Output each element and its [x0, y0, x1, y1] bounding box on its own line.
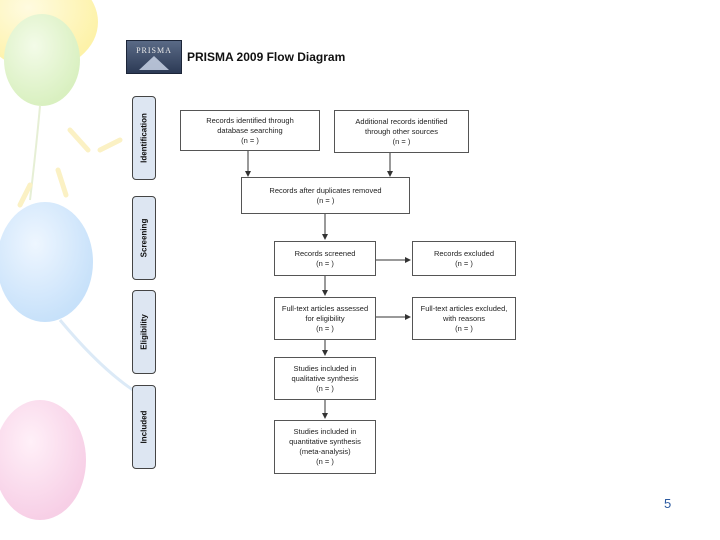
logo-text: PRISMA — [136, 46, 172, 55]
diagram-title: PRISMA 2009 Flow Diagram — [187, 50, 346, 64]
box-fulltext-excluded: Full-text articles excluded, with reason… — [412, 297, 516, 340]
box-fulltext-assessed: Full-text articles assessed for eligibil… — [274, 297, 376, 340]
box-database-records: Records identified through database sear… — [180, 110, 320, 151]
sun-rays — [17, 127, 123, 208]
stage-label: Eligibility — [139, 314, 149, 350]
blue-balloon — [0, 202, 151, 402]
pink-balloon — [0, 400, 86, 520]
box-records-screened: Records screened (n = ) — [274, 241, 376, 276]
stage-label: Included — [139, 410, 149, 444]
green-balloon — [4, 14, 80, 201]
stage-label: Screening — [139, 218, 149, 258]
box-other-source-records: Additional records identified through ot… — [334, 110, 469, 153]
logo-triangle-icon — [139, 56, 169, 70]
box-qualitative-synthesis: Studies included in qualitative synthesi… — [274, 357, 376, 400]
box-records-excluded: Records excluded (n = ) — [412, 241, 516, 276]
stage-eligibility: Eligibility — [132, 290, 156, 374]
page-number: 5 — [664, 496, 672, 511]
box-quantitative-synthesis: Studies included in quantitative synthes… — [274, 420, 376, 474]
stage-label: Identification — [139, 113, 149, 163]
box-after-duplicates: Records after duplicates removed (n = ) — [241, 177, 410, 214]
prisma-logo: PRISMA — [126, 40, 182, 74]
stage-screening: Screening — [132, 196, 156, 280]
stage-identification: Identification — [132, 96, 156, 180]
stage-included: Included — [132, 385, 156, 469]
